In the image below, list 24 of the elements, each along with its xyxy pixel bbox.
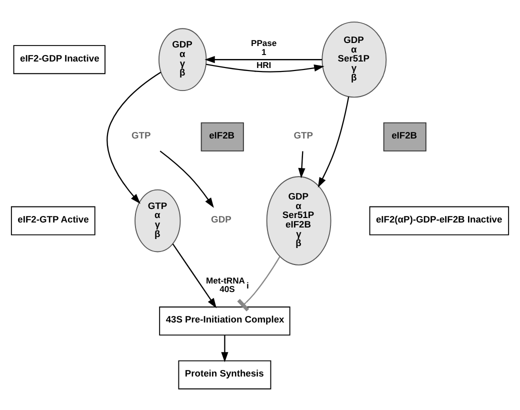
node-text: GDP: [211, 214, 232, 224]
node-box: Protein Synthesis: [178, 360, 272, 389]
node-ellipse: GDP α Ser51P γ β: [322, 21, 387, 98]
node-box: 43S Pre-Initiation Complex: [159, 306, 290, 336]
arrow: [318, 96, 350, 188]
node-ellipse: GDP α γ β: [158, 28, 207, 91]
arrow: [298, 150, 306, 178]
arrow: [106, 71, 162, 204]
node-box: eIF2B: [200, 122, 244, 151]
node-ellipse: GTP α γ β: [134, 188, 181, 252]
edge-label: HRI: [256, 60, 272, 70]
node-box: eIF2-GDP Inactive: [13, 44, 106, 74]
node-box: eIF2(αP)-GDP-eIF2B Inactive: [369, 206, 510, 235]
arrow: [160, 150, 214, 208]
node-box: eIF2-GTP Active: [10, 206, 96, 235]
node-text: GTP: [294, 130, 313, 140]
node-box: eIF2B: [383, 122, 426, 151]
arrow: [204, 56, 322, 63]
arrow: [206, 63, 324, 72]
node-text: GTP: [132, 130, 151, 140]
arrow: [221, 334, 228, 362]
connector: [237, 256, 280, 311]
edge-label: PPase 1: [250, 38, 277, 56]
arrow: [172, 243, 217, 308]
